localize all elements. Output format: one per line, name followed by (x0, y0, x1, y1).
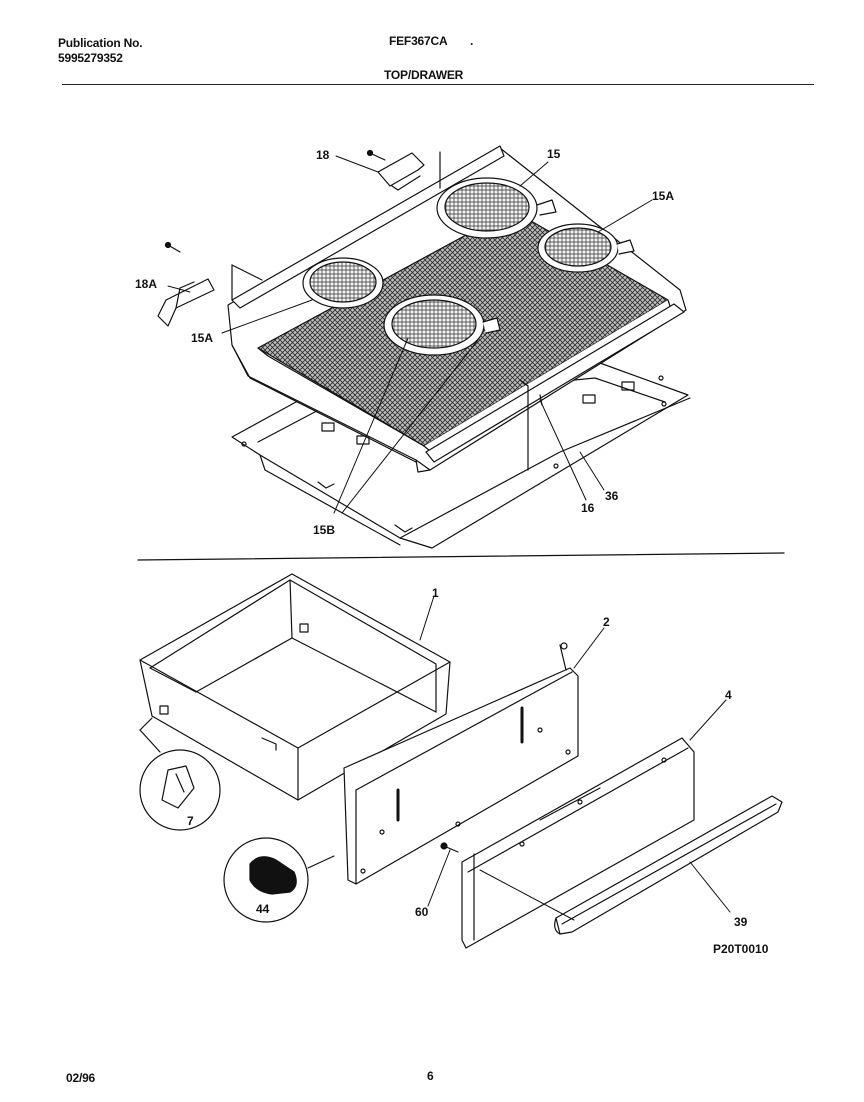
figure-code: P20T0010 (713, 942, 769, 956)
surface-element-right (537, 223, 635, 273)
surface-element-rear-right (436, 177, 557, 239)
bracket-18a (157, 241, 215, 327)
callout-18a: 18A (135, 277, 157, 291)
callout-15a-left: 15A (191, 331, 213, 345)
callout-1: 1 (432, 586, 439, 600)
model-number: FEF367CA (389, 34, 448, 48)
callout-2: 2 (603, 615, 610, 629)
publication-number: 5995279352 (58, 51, 123, 65)
callout-4: 4 (725, 688, 732, 702)
header-rule (62, 84, 814, 85)
page-number: 6 (427, 1069, 434, 1083)
publication-label: Publication No. (58, 36, 143, 50)
callout-44: 44 (256, 902, 270, 916)
callout-7: 7 (187, 814, 194, 828)
drawer-assembly (139, 573, 783, 949)
callout-15b: 15B (313, 523, 335, 537)
drawer-outer-panel (461, 737, 695, 949)
surface-element-front (383, 294, 501, 356)
callout-15a-right: 15A (652, 189, 674, 203)
drawer-box (139, 573, 451, 801)
callout-60: 60 (415, 905, 429, 919)
callout-15: 15 (547, 147, 561, 161)
callout-18: 18 (316, 148, 330, 162)
inset-detail-7 (139, 717, 221, 831)
callout-16: 16 (581, 501, 595, 515)
bottom-leader-lines (419, 595, 731, 921)
bracket-18 (366, 149, 425, 191)
callout-39: 39 (734, 915, 748, 929)
inset-detail-44 (223, 837, 335, 923)
footer-date: 02/96 (66, 1071, 96, 1085)
callout-36: 36 (605, 489, 619, 503)
section-title: TOP/DRAWER (384, 68, 464, 82)
top-leader-lines (167, 155, 653, 514)
cooktop-assembly (157, 145, 691, 549)
drawer-front-panel (343, 667, 579, 885)
section-divider (137, 552, 785, 561)
surface-element-left (302, 257, 384, 309)
screw-60 (440, 842, 459, 853)
model-mark: . (470, 34, 474, 48)
